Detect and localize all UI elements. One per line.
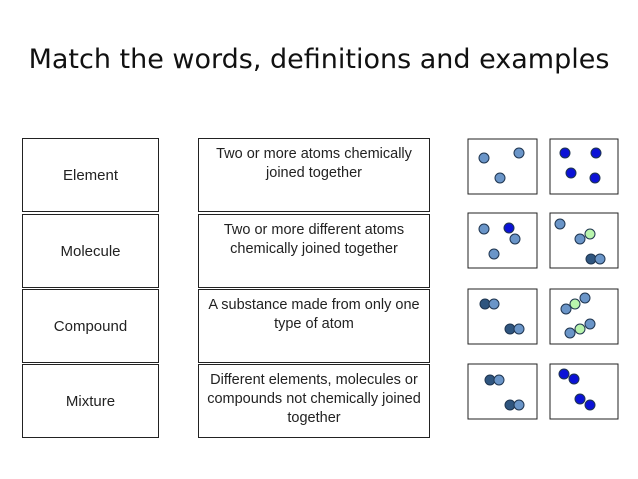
atom-dark-blue xyxy=(585,253,597,265)
atom-light-blue xyxy=(574,233,586,245)
atom-bright-blue xyxy=(584,399,596,411)
example-box-1a xyxy=(467,138,538,195)
atom-light-blue xyxy=(488,248,500,260)
atom-light-blue xyxy=(488,298,500,310)
example-box-1b xyxy=(549,138,619,195)
atom-light-blue xyxy=(564,327,576,339)
atom-bright-blue xyxy=(558,368,570,380)
atom-light-blue xyxy=(554,218,566,230)
atom-dark-blue xyxy=(504,323,516,335)
atom-bright-blue xyxy=(568,373,580,385)
atom-bright-blue xyxy=(559,147,571,159)
atom-light-blue xyxy=(478,223,490,235)
atom-green xyxy=(574,323,586,335)
atom-light-blue xyxy=(579,292,591,304)
atom-bright-blue xyxy=(589,172,601,184)
atom-light-blue xyxy=(513,147,525,159)
atom-light-blue xyxy=(493,374,505,386)
atom-light-blue xyxy=(513,323,525,335)
slide-title: Match the words, definitions and example… xyxy=(28,44,610,75)
definition-box-2[interactable]: Two or more different atoms chemically j… xyxy=(198,214,430,288)
atom-light-blue xyxy=(584,318,596,330)
definition-box-4[interactable]: Different elements, molecules or compoun… xyxy=(198,364,430,438)
word-box-compound[interactable]: Compound xyxy=(22,289,159,363)
word-box-molecule[interactable]: Molecule xyxy=(22,214,159,288)
atom-light-blue xyxy=(478,152,490,164)
atom-bright-blue xyxy=(503,222,515,234)
atom-green xyxy=(584,228,596,240)
atom-light-blue xyxy=(494,172,506,184)
atom-dark-blue xyxy=(479,298,491,310)
atom-light-blue xyxy=(509,233,521,245)
definition-box-1[interactable]: Two or more atoms chemically joined toge… xyxy=(198,138,430,212)
word-box-element[interactable]: Element xyxy=(22,138,159,212)
atom-light-blue xyxy=(594,253,606,265)
atom-green xyxy=(569,298,581,310)
example-box-4a xyxy=(467,363,538,420)
example-box-3a xyxy=(467,288,538,345)
atom-bright-blue xyxy=(574,393,586,405)
atom-bright-blue xyxy=(565,167,577,179)
atom-bright-blue xyxy=(590,147,602,159)
definition-box-3[interactable]: A substance made from only one type of a… xyxy=(198,289,430,363)
atom-light-blue xyxy=(560,303,572,315)
example-box-2a xyxy=(467,212,538,269)
example-box-4b xyxy=(549,363,619,420)
atom-light-blue xyxy=(513,399,525,411)
atom-dark-blue xyxy=(484,374,496,386)
example-box-2b xyxy=(549,212,619,269)
atom-dark-blue xyxy=(504,399,516,411)
word-box-mixture[interactable]: Mixture xyxy=(22,364,159,438)
example-box-3b xyxy=(549,288,619,345)
